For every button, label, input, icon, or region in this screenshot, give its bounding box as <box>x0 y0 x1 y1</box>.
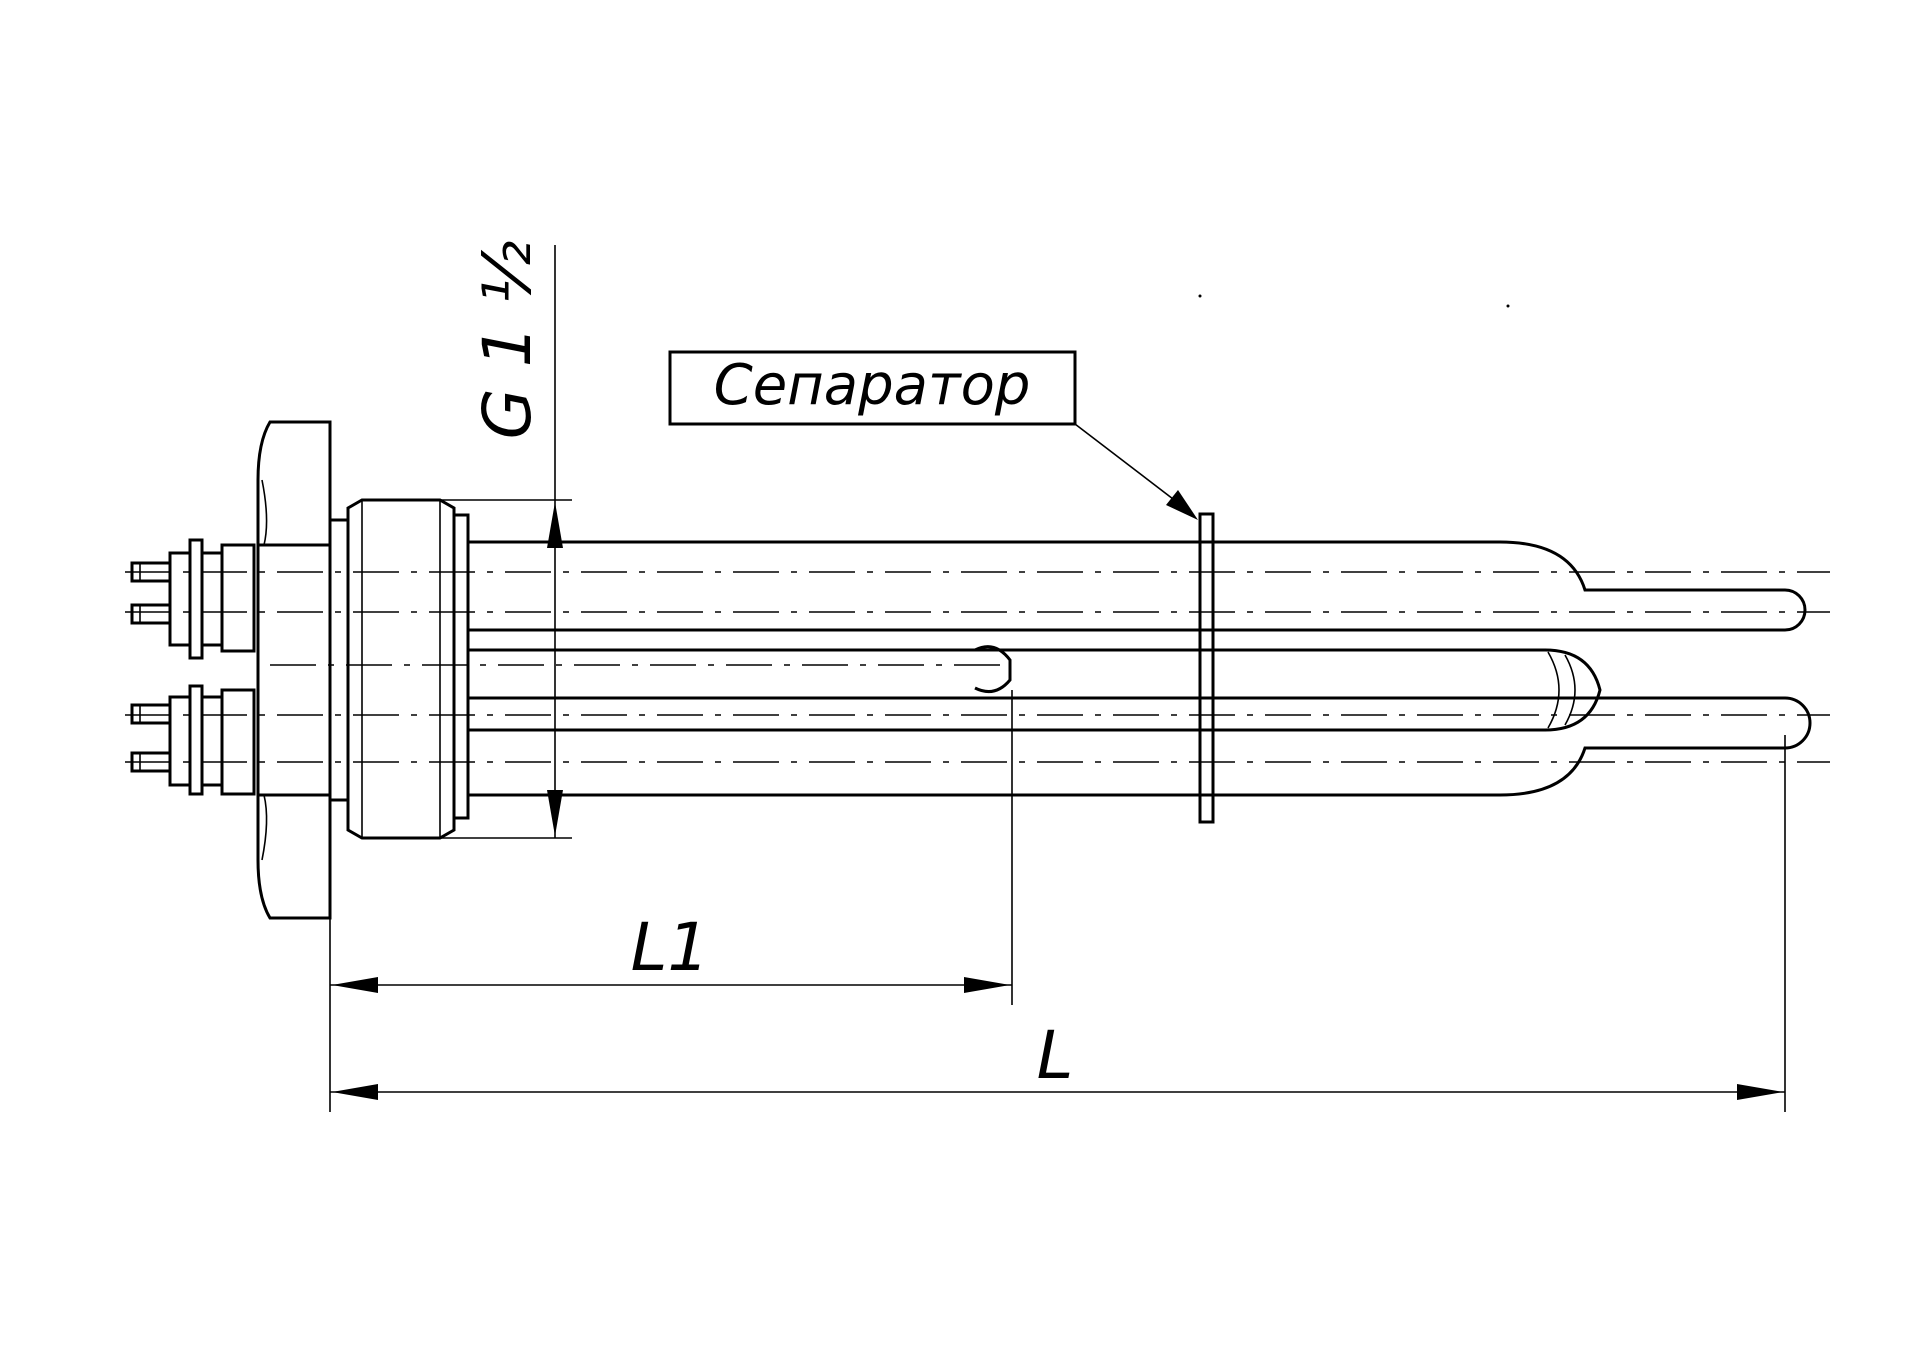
speck <box>1506 304 1510 308</box>
terminal-studs <box>130 538 256 796</box>
thread-dimension: G 1 ½ <box>440 240 572 839</box>
nut-upper-2 <box>188 538 204 660</box>
tube-loop-upper <box>468 540 1807 632</box>
heating-tubes <box>468 540 1812 797</box>
nut-upper-4 <box>220 543 256 653</box>
dimension-l: L <box>330 735 1786 1112</box>
separator-label: Сепаратор <box>714 353 1031 418</box>
separator-callout: Сепаратор <box>668 350 1198 520</box>
nut-lower-4 <box>220 688 256 796</box>
nut-lower-1 <box>168 695 192 787</box>
tube-loop-lower <box>468 696 1812 797</box>
separator-label-box <box>668 350 1077 426</box>
nut-upper-1 <box>168 551 192 647</box>
speck <box>1198 294 1202 298</box>
separator-plate <box>1198 512 1215 824</box>
thermo-probe-tip <box>974 645 1012 694</box>
dimension-l1: L1 <box>329 690 1013 1112</box>
nut-lower-3 <box>200 695 224 787</box>
l1-label: L1 <box>631 909 710 986</box>
hex-flange <box>256 420 332 920</box>
nut-upper-3 <box>200 551 224 647</box>
tube-loop-inner <box>468 648 1602 732</box>
l-label: L <box>1037 1017 1074 1094</box>
threaded-nipple <box>330 498 470 840</box>
stud-3 <box>130 703 172 725</box>
stud-2 <box>130 603 172 625</box>
nut-lower-2 <box>188 684 204 796</box>
axis-lines <box>125 571 1830 763</box>
thread-label: G 1 ½ <box>469 240 546 439</box>
